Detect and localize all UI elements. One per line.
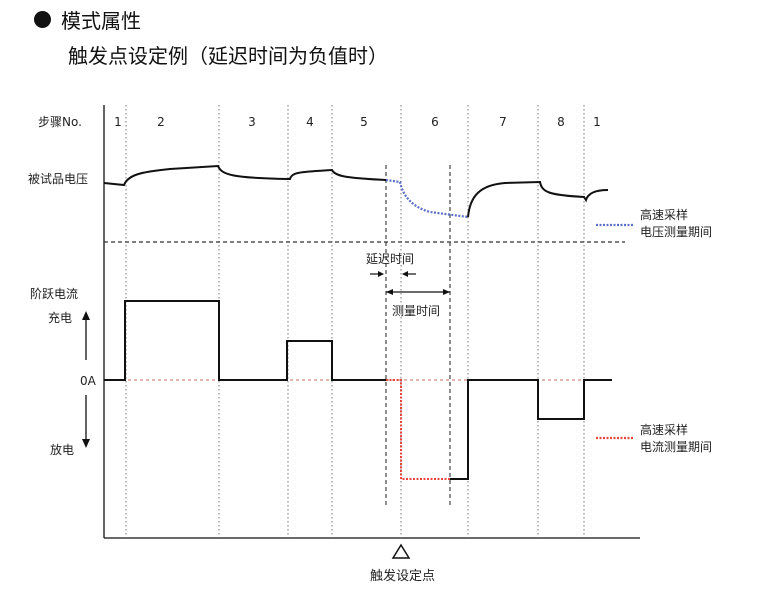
bullet-icon xyxy=(34,10,51,28)
current-waveform-tail xyxy=(450,379,612,480)
title-row: 模式属性 xyxy=(34,6,141,33)
voltage-legend-line2: 电压测量期间 xyxy=(640,225,712,239)
step-number: 2 xyxy=(157,115,165,129)
current-legend-line1: 高速采样 xyxy=(640,422,688,437)
step-number: 1 xyxy=(593,115,601,129)
charge-label: 充电 xyxy=(48,310,72,325)
step-label: 步骤No. xyxy=(38,115,82,129)
step-dividers xyxy=(125,105,585,538)
charge-arrow-icon xyxy=(82,311,90,320)
delay-arrowhead-right xyxy=(402,271,408,277)
current-sampling-waveform xyxy=(386,379,450,480)
current-label: 阶跃电流 xyxy=(30,287,78,301)
trigger-label: 触发设定点 xyxy=(370,568,435,584)
measure-time-label: 测量时间 xyxy=(392,304,440,318)
current-waveform xyxy=(104,300,386,381)
step-number: 3 xyxy=(248,115,256,129)
step-number: 8 xyxy=(557,115,565,129)
page-subtitle: 触发点设定例（延迟时间为负值时） xyxy=(68,44,388,68)
page-title: 模式属性 xyxy=(61,8,141,33)
delay-arrowhead-left xyxy=(378,271,384,277)
zero-label: 0A xyxy=(80,374,97,388)
measure-arrowhead-left xyxy=(386,289,393,295)
trigger-triangle-icon xyxy=(391,543,411,559)
step-number: 5 xyxy=(360,115,368,129)
voltage-label: 被试品电压 xyxy=(28,171,88,186)
voltage-legend-line1: 高速采样 xyxy=(640,207,688,222)
step-number: 1 xyxy=(114,115,122,129)
measure-arrowhead-right xyxy=(443,289,450,295)
header: 模式属性 xyxy=(34,6,141,33)
voltage-curve xyxy=(103,164,387,187)
discharge-label: 放电 xyxy=(50,442,74,457)
delay-time-label: 延迟时间 xyxy=(366,252,414,266)
current-legend-line2: 电流测量期间 xyxy=(640,440,712,454)
discharge-arrow-icon xyxy=(82,439,90,448)
step-number: 7 xyxy=(499,115,507,129)
step-numbers: 1 2 3 4 5 6 7 8 1 xyxy=(114,115,601,129)
step-number: 4 xyxy=(306,115,314,129)
voltage-sampling-curve xyxy=(385,178,469,219)
step-number: 6 xyxy=(431,115,439,129)
voltage-curve-tail xyxy=(467,180,609,218)
